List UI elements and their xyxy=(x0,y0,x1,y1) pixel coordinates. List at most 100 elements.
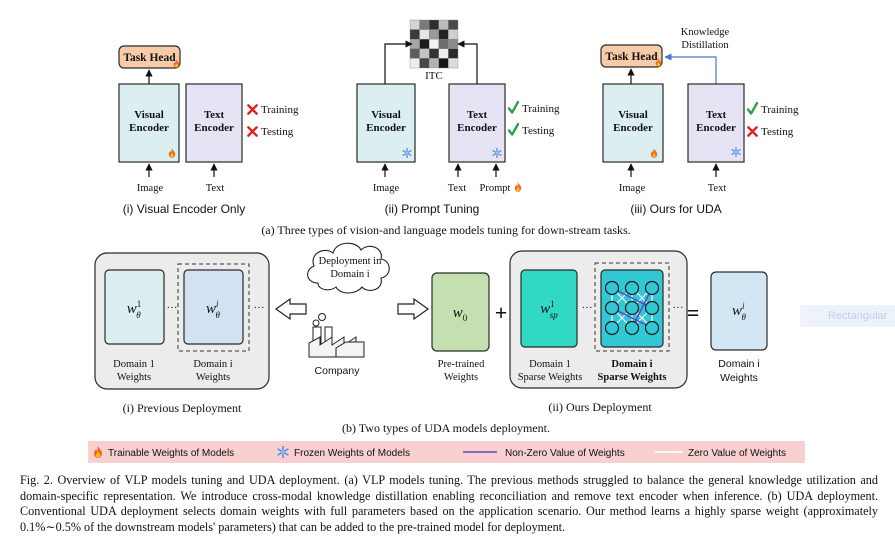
itc-cell xyxy=(438,39,449,50)
text-encoder-label-2: Encoder xyxy=(696,122,736,134)
figure: Task Head Visual Encoder Text Encoder Tr… xyxy=(88,19,805,463)
itc-cell xyxy=(448,48,459,59)
cross-icon xyxy=(247,126,258,137)
itc-cell xyxy=(419,58,430,69)
itc-cell xyxy=(419,48,430,59)
pretrained-label-2: Weights xyxy=(444,372,478,383)
kd-label-2: Distillation xyxy=(681,40,729,51)
domaini-weight-box xyxy=(183,269,244,345)
check-icon xyxy=(508,123,519,136)
part-a-caption: (a) Three types of vision-and language m… xyxy=(261,223,630,237)
figure-caption: Fig. 2. Overview of VLP models tuning an… xyxy=(20,473,878,534)
panel-label: (i) Visual Encoder Only xyxy=(123,202,246,216)
domain1-label-1: Domain 1 xyxy=(113,359,155,370)
visual-encoder-box xyxy=(118,83,180,163)
result-label-2: Weights xyxy=(720,372,758,384)
input-text-label: Text xyxy=(206,183,225,194)
sparse-network xyxy=(604,280,660,336)
result-label-1: Domain i xyxy=(718,358,759,370)
domaini-label-1: Domain i xyxy=(193,359,232,370)
check-icon xyxy=(508,101,519,114)
input-image-label: Image xyxy=(137,183,164,194)
itc-similarity-matrix xyxy=(409,19,459,69)
text-encoder-box xyxy=(687,83,745,163)
panel-visual-encoder-only: Task Head Visual Encoder Text Encoder Tr… xyxy=(118,45,299,216)
legend-nonzero: Non-Zero Value of Weights xyxy=(505,448,625,459)
domaini-label-2: Weights xyxy=(196,372,230,383)
ellipsis: ··· xyxy=(582,302,593,314)
itc-label: ITC xyxy=(425,70,443,82)
cross-icon xyxy=(247,104,258,115)
result-weight-box xyxy=(710,271,768,351)
ellipsis: ··· xyxy=(254,302,265,314)
legend: Trainable Weights of Models Frozen Weigh… xyxy=(88,441,805,463)
text-encoder-label-1: Text xyxy=(204,109,225,121)
domain1-sparse-weight-box xyxy=(520,269,578,348)
visual-encoder-label-2: Encoder xyxy=(366,122,406,134)
input-text-label: Text xyxy=(448,183,467,194)
domaini-dashed-frame xyxy=(594,262,670,352)
visual-encoder-label-1: Visual xyxy=(134,109,164,121)
visual-encoder-box xyxy=(356,83,416,163)
itc-cell xyxy=(438,58,449,69)
domain1-weight-box xyxy=(104,269,165,345)
text-encoder-label-1: Text xyxy=(467,109,488,121)
panel-label: (ii) Prompt Tuning xyxy=(385,202,480,216)
testing-label: Testing xyxy=(522,125,555,137)
text-encoder-label-1: Text xyxy=(706,109,727,121)
training-label: Training xyxy=(522,103,560,115)
cloud-label-2: Domain i xyxy=(330,269,369,280)
pretrained-weight-box xyxy=(431,272,490,352)
input-image-label: Image xyxy=(373,183,400,194)
flame-icon xyxy=(514,182,522,192)
itc-cell xyxy=(429,29,440,40)
cloud-label-1: Deployment in xyxy=(319,256,382,267)
ellipsis: ··· xyxy=(167,302,178,314)
testing-label: Testing xyxy=(261,126,294,138)
previous-deployment-label: (i) Previous Deployment xyxy=(123,401,242,415)
cross-icon xyxy=(747,126,758,137)
itc-cell xyxy=(409,29,420,40)
plus-sign: + xyxy=(495,300,508,325)
itc-cell xyxy=(438,19,449,30)
legend-zero: Zero Value of Weights xyxy=(688,448,786,459)
visual-encoder-label-1: Visual xyxy=(618,109,648,121)
legend-background xyxy=(88,441,805,463)
hollow-arrow-right xyxy=(397,297,430,321)
kd-label-1: Knowledge xyxy=(681,27,730,38)
itc-cell xyxy=(448,39,459,50)
hollow-arrow-left xyxy=(274,297,307,321)
company-icon xyxy=(308,313,365,358)
equals-sign: = xyxy=(687,300,700,325)
domain1-label-2: Weights xyxy=(117,372,151,383)
visual-encoder-label-1: Visual xyxy=(371,109,401,121)
text-encoder-label-2: Encoder xyxy=(457,122,497,134)
input-text-label: Text xyxy=(708,183,727,194)
part-b-caption: (b) Two types of UDA models deployment. xyxy=(342,421,550,435)
task-head-label: Task Head xyxy=(605,51,658,63)
itc-cell xyxy=(438,48,449,59)
itc-cell xyxy=(429,19,440,30)
itc-cell xyxy=(429,39,440,50)
domain1-sparse-label-2: Sparse Weights xyxy=(518,372,583,383)
visual-encoder-label-2: Encoder xyxy=(613,122,653,134)
text-encoder-box xyxy=(185,83,243,163)
training-label: Training xyxy=(761,104,799,116)
itc-cell xyxy=(409,58,420,69)
ellipsis: ··· xyxy=(673,302,684,314)
itc-cell xyxy=(409,19,420,30)
ours-deployment-label: (ii) Ours Deployment xyxy=(548,400,652,414)
input-prompt-label: Prompt xyxy=(480,183,511,194)
pretrained-label-1: Pre-trained xyxy=(438,359,485,370)
check-icon xyxy=(747,102,758,115)
panel-ours-for-uda: Task Head Knowledge Distillation Visual … xyxy=(600,27,799,216)
legend-trainable: Trainable Weights of Models xyxy=(108,448,234,459)
visual-encoder-label-2: Encoder xyxy=(129,122,169,134)
distillation-arrow xyxy=(664,53,717,84)
